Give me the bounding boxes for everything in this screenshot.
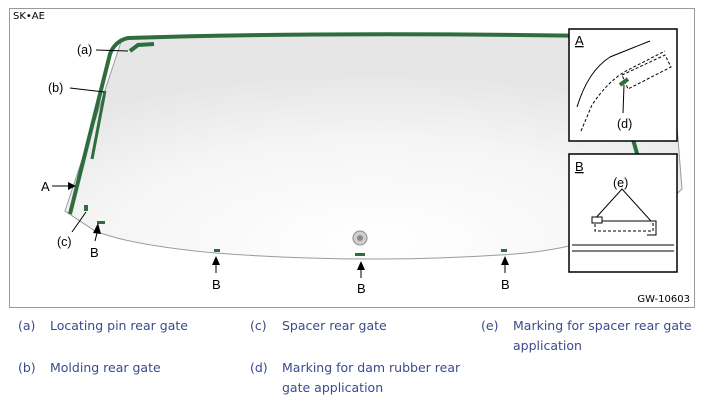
callout-B1: B <box>90 245 99 260</box>
rear-glass-drawing: (a) (b) A (c) B B B B A (d) B (e) <box>41 28 683 296</box>
inset-B <box>568 153 678 273</box>
figure-code-bottom: GW-10603 <box>637 294 690 305</box>
legend-text-line2: application <box>513 338 582 353</box>
callout-B2: B <box>212 277 221 292</box>
arrow-A-icon <box>68 182 76 190</box>
spacer-b3 <box>355 253 365 256</box>
legend-key: (e) <box>481 318 499 333</box>
callout-B3: B <box>357 281 366 296</box>
arrow-B4-icon <box>501 256 509 265</box>
callout-B4: B <box>501 277 510 292</box>
leader-c <box>71 211 87 233</box>
legend-text: Marking for spacer rear gate <box>513 318 692 333</box>
callout-d: (d) <box>617 117 632 131</box>
legend-key: (a) <box>18 318 36 333</box>
molding-top <box>68 32 656 215</box>
molding-inner-b <box>90 90 107 160</box>
spacer-b4 <box>501 249 507 252</box>
legend-text: Marking for dam rubber rear <box>282 360 461 375</box>
leader-b <box>69 87 105 93</box>
legend-text: Locating pin rear gate <box>50 318 188 333</box>
arrow-B2-icon <box>212 256 220 265</box>
spacer-c <box>84 205 88 211</box>
legend-key: (d) <box>250 360 268 375</box>
legend-key: (b) <box>18 360 36 375</box>
legend-key: (c) <box>250 318 267 333</box>
diagram-figure: SK•AE GW-10603 <box>9 8 695 308</box>
leader-a <box>95 49 129 52</box>
legend-text-line2: gate application <box>282 380 384 395</box>
callout-a: (a) <box>77 43 92 57</box>
inset-A <box>568 28 678 142</box>
spacer-b2 <box>214 249 220 252</box>
leader-B1 <box>94 232 98 242</box>
callout-b: (b) <box>48 81 63 95</box>
figure-code-top: SK•AE <box>13 11 45 22</box>
legend-text: Molding rear gate <box>50 360 161 375</box>
callout-e: (e) <box>613 176 628 190</box>
inset-B-title: B <box>575 159 584 174</box>
locating-pin <box>128 42 155 53</box>
legend: (a) Locating pin rear gate (b) Molding r… <box>0 312 705 404</box>
spacer-b1 <box>97 221 105 224</box>
arrow-B3-icon <box>357 261 365 270</box>
inset-A-title: A <box>575 33 584 48</box>
arrow-B1-icon <box>93 223 101 234</box>
callout-c: (c) <box>57 235 72 249</box>
callout-A: A <box>41 179 50 194</box>
legend-text: Spacer rear gate <box>282 318 387 333</box>
